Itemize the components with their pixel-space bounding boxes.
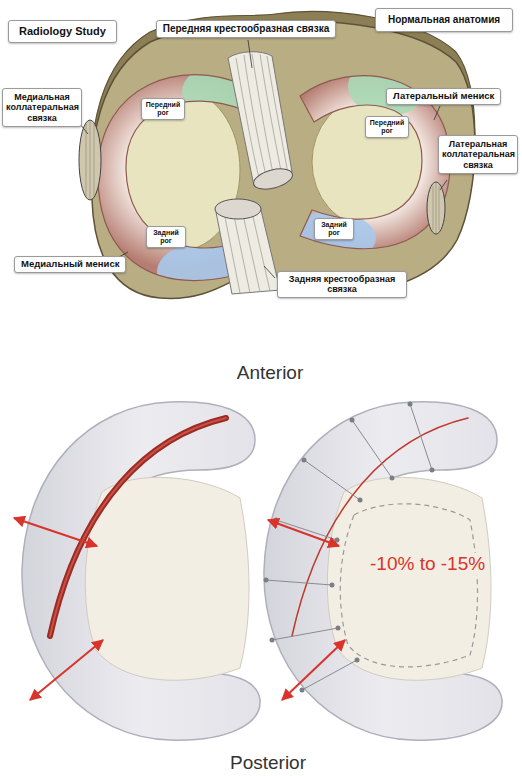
callout-box: Передний рог [365, 116, 409, 138]
orientation-label: Anterior [235, 362, 306, 384]
header-box: Нормальная анатомия [375, 8, 513, 32]
callout-box: Передняя крестообразная связка [156, 20, 336, 38]
label-text: Нормальная анатомия [388, 14, 500, 26]
label-text: Задний рог [149, 229, 183, 245]
label-text: Передний рог [144, 101, 182, 117]
label-text: -10% to -15% [370, 553, 485, 574]
label-text: Задняя крестообразная связка [282, 274, 402, 295]
label-text: Anterior [237, 362, 304, 383]
label-text: Radiology Study [19, 25, 106, 38]
label-text: Латеральный мениск [393, 91, 494, 102]
label-text: Задний рог [317, 221, 351, 237]
label-text: Медиальная коллатеральная связка [6, 92, 78, 123]
label-text: Медиальный мениск [21, 259, 119, 270]
label-text: Передняя крестообразная связка [163, 23, 329, 35]
label-text: Латеральная коллатеральная связка [442, 139, 514, 170]
callout-box: Латеральная коллатеральная связка [438, 135, 518, 174]
percent-label: -10% to -15% [368, 553, 487, 575]
orientation-label: Posterior [228, 752, 308, 774]
label-text: Передний рог [368, 119, 406, 135]
callout-box: Задний рог [146, 226, 186, 248]
callout-box: Задняя крестообразная связка [277, 271, 407, 298]
header-box: Radiology Study [8, 20, 117, 43]
label-text: Posterior [230, 752, 306, 773]
callout-box: Передний рог [141, 98, 185, 120]
callout-box: Задний рог [314, 218, 354, 240]
callout-box: Медиальная коллатеральная связка [2, 88, 82, 127]
callout-box: Латеральный мениск [386, 88, 501, 105]
callout-box: Медиальный мениск [14, 256, 126, 273]
